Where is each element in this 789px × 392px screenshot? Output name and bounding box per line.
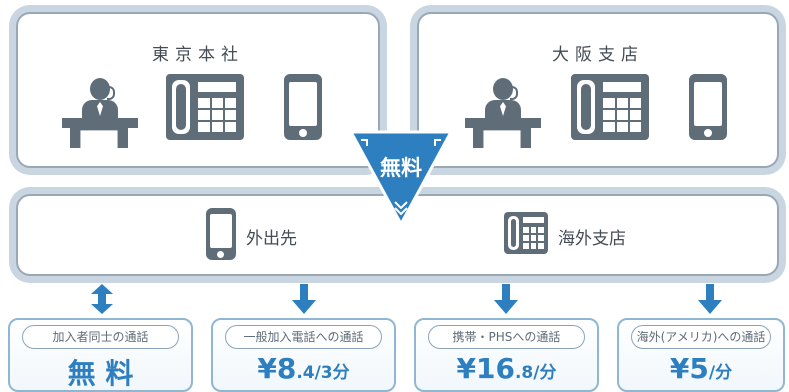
- osaka-office-panel: 大阪支店: [417, 12, 779, 168]
- osaka-device-row: [419, 74, 777, 154]
- tokyo-office-panel: 東京本社: [16, 12, 380, 168]
- tokyo-office-title: 東京本社: [152, 45, 244, 65]
- rate-price: 無 料: [67, 357, 134, 390]
- rate-label: 加入者同士の通話: [22, 325, 179, 349]
- rate-card-overseas: 海外(アメリカ)への通話 ¥5/分: [617, 318, 785, 392]
- rate-card-subscriber: 加入者同士の通話 無 料: [8, 318, 193, 392]
- free-badge: 無料: [347, 128, 455, 228]
- mobile-phone-icon: [206, 208, 236, 260]
- mobile-phone-icon: [689, 74, 727, 140]
- tokyo-device-row: [18, 74, 378, 154]
- rate-card-landline: 一般加入電話への通話 ¥8.4/3分: [211, 318, 396, 392]
- free-triangle-icon: [348, 130, 454, 228]
- mobile-out-label: 外出先: [246, 229, 297, 249]
- desk-phone-icon: [166, 74, 244, 140]
- rate-price: ¥5/分: [669, 352, 733, 385]
- desk-phone-icon: [571, 74, 649, 140]
- rate-label: 一般加入電話への通話: [225, 325, 382, 349]
- rate-card-mobile: 携帯・PHSへの通話 ¥16.8/分: [414, 318, 599, 392]
- rate-price: ¥16.8/分: [456, 352, 557, 385]
- overseas-branch-label: 海外支店: [558, 229, 626, 249]
- free-badge-text: 無料: [380, 156, 422, 180]
- down-arrow-icon: [493, 284, 519, 314]
- mobile-phone-icon: [284, 74, 322, 140]
- rate-label: 携帯・PHSへの通話: [428, 325, 585, 349]
- rate-label: 海外(アメリカ)への通話: [631, 325, 771, 349]
- down-arrow-icon: [697, 284, 723, 314]
- desk-phone-icon: [504, 212, 548, 254]
- rate-price: ¥8.4/3分: [257, 352, 350, 385]
- osaka-office-title: 大阪支店: [552, 45, 644, 65]
- down-arrow-icon: [291, 284, 317, 314]
- double-arrow-icon: [89, 284, 115, 314]
